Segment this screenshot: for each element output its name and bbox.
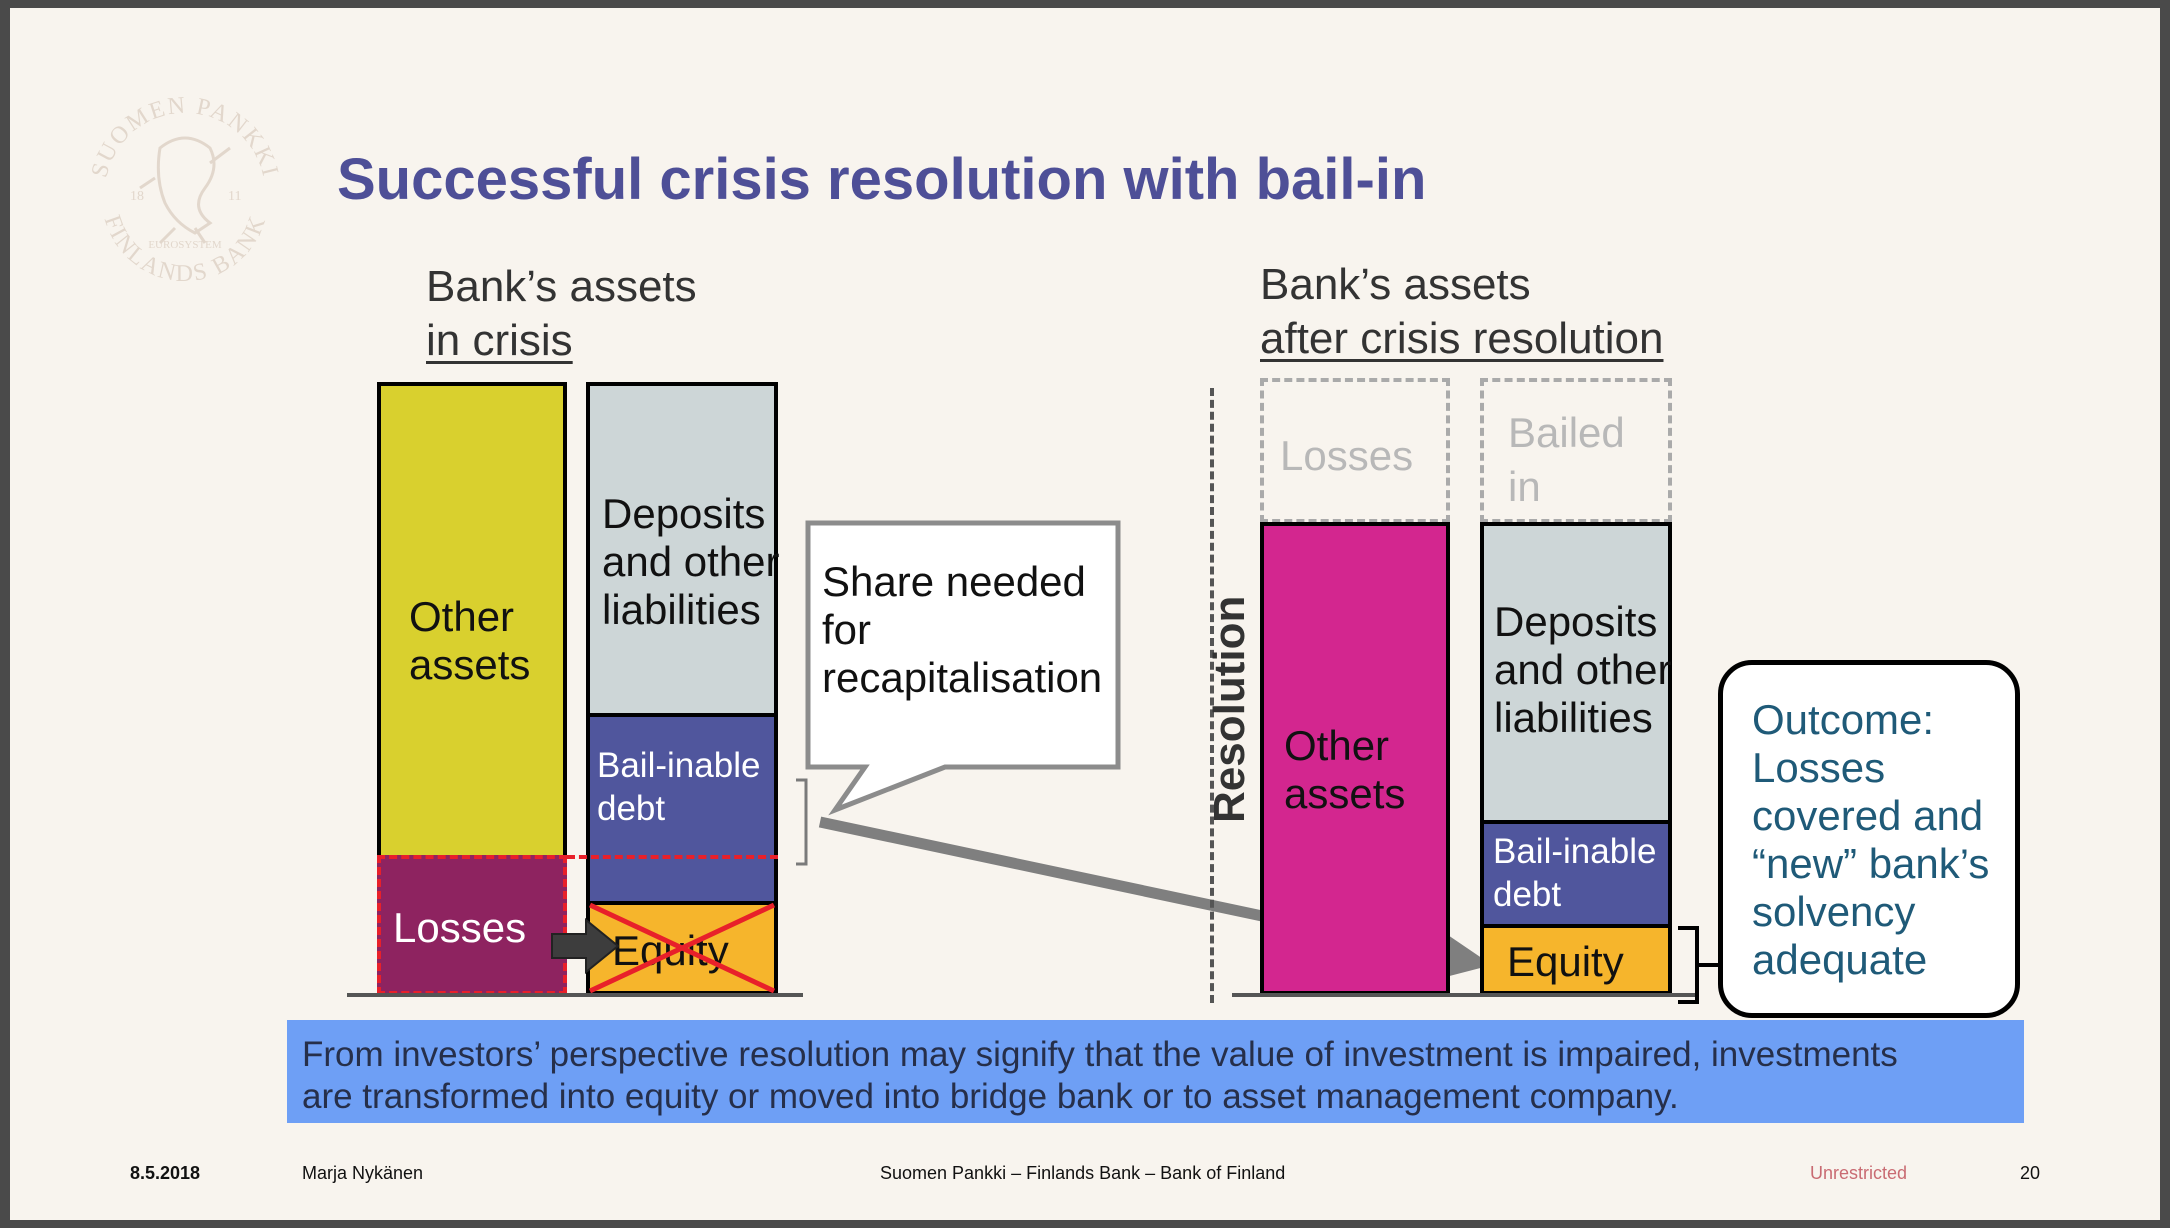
recapitalisation-callout-text: Share needed for recapitalisation xyxy=(822,558,1103,701)
footer-org: Suomen Pankki – Finlands Bank – Bank of … xyxy=(880,1163,1286,1183)
right-bailed-in-label: Bailed in xyxy=(1508,409,1625,510)
recapitalisation-callout xyxy=(805,520,1121,816)
outcome-text: Outcome: Losses covered and “new” bank’s… xyxy=(1752,696,1990,983)
right-chart-header: Bank’s assets after crisis resolution xyxy=(1260,258,1663,366)
left-header-line1: Bank’s assets xyxy=(426,262,697,311)
resolution-divider xyxy=(1210,388,1214,1003)
footer-classification: Unrestricted xyxy=(1810,1163,1908,1183)
bailinable-bracket xyxy=(796,778,808,866)
footer-author: Marja Nykänen xyxy=(302,1163,424,1183)
right-deposits-label: Deposits and other liabilities xyxy=(1494,598,1672,741)
left-bailinable-label: Bail-inable debt xyxy=(597,746,761,828)
right-bailed-in-ghost-block xyxy=(1480,378,1672,523)
right-bailinable-label: Bail-inable debt xyxy=(1493,832,1657,914)
left-other-assets-label: Other assets xyxy=(409,593,531,688)
footer-date: 8.5.2018 xyxy=(130,1163,201,1183)
left-losses-label: Losses xyxy=(393,904,527,951)
left-deposits-label: Deposits and other liabilities xyxy=(602,490,780,633)
svg-text:EUROSYSTEM: EUROSYSTEM xyxy=(148,239,222,251)
footer-page-number: 20 xyxy=(2020,1163,2041,1183)
right-header-line1: Bank’s assets xyxy=(1260,260,1531,309)
losses-to-equity-arrow-icon xyxy=(551,917,620,975)
svg-text:18: 18 xyxy=(130,189,144,204)
outcome-box xyxy=(1718,660,2020,1018)
right-equity-label: Equity xyxy=(1507,938,1624,985)
right-other-assets-block xyxy=(1260,522,1450,995)
right-bailinable-block xyxy=(1480,820,1672,928)
left-deposits-block xyxy=(586,382,778,717)
resolution-label: Resolution xyxy=(1205,595,1254,823)
investor-perspective-banner: From investors’ perspective resolution m… xyxy=(287,1020,2024,1123)
right-header-line2: after crisis resolution xyxy=(1260,314,1664,363)
slide: SUOMEN PANKKI FINLANDS BANK 18 11 EUROSY… xyxy=(10,8,2160,1220)
banner-line2: are transformed into equity or moved int… xyxy=(302,1077,1679,1116)
right-other-assets-label: Other assets xyxy=(1284,722,1406,817)
left-bailinable-block xyxy=(586,713,778,905)
left-header-line2: in crisis xyxy=(426,316,573,365)
bank-of-finland-logo: SUOMEN PANKKI FINLANDS BANK 18 11 EUROSY… xyxy=(87,93,284,288)
slide-title: Successful crisis resolution with bail-i… xyxy=(337,147,1427,212)
left-baseline xyxy=(347,993,803,997)
left-chart-header: Bank’s assets in crisis xyxy=(426,260,697,368)
svg-text:11: 11 xyxy=(228,189,241,204)
svg-text:SUOMEN PANKKI: SUOMEN PANKKI xyxy=(87,93,284,181)
right-baseline xyxy=(1232,993,1697,997)
equity-cross-icon xyxy=(588,902,776,994)
right-losses-ghost-label: Losses xyxy=(1280,432,1414,479)
right-losses-ghost-block xyxy=(1260,378,1450,523)
banner-line1: From investors’ perspective resolution m… xyxy=(302,1035,1898,1074)
loss-threshold-line xyxy=(567,855,778,859)
left-other-assets-block xyxy=(377,382,567,865)
